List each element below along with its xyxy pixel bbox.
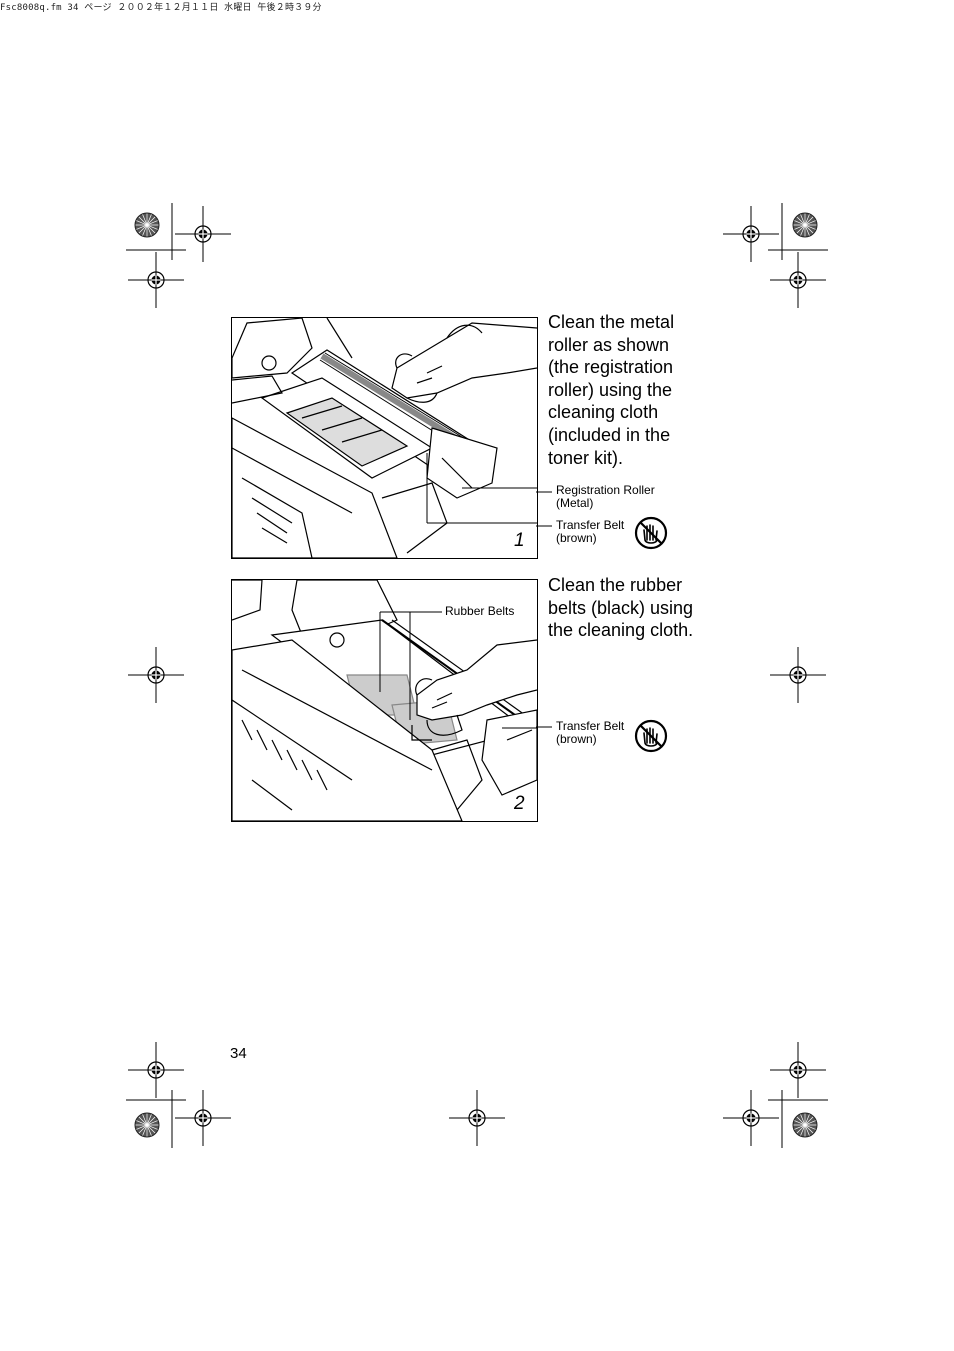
step-2-leader-extension	[536, 726, 552, 728]
registration-roller-label: Registration Roller (Metal)	[556, 483, 655, 510]
transfer-belt-label-2: Transfer Belt (brown)	[556, 719, 625, 746]
step-1-instruction: Clean the metal roller as shown (the reg…	[548, 312, 675, 468]
step-1-illustration: 1	[231, 317, 538, 559]
page-number: 34	[230, 1045, 247, 1062]
do-not-touch-icon	[634, 516, 668, 550]
step-2-illustration: 2	[231, 579, 538, 822]
rubber-belts-label: Rubber Belts	[445, 604, 515, 618]
printer-rubber-belts-drawing	[232, 580, 537, 821]
transfer-belt-label: Transfer Belt (brown)	[556, 518, 625, 545]
step-2-instruction: Clean the rubber belts (black) using the…	[548, 575, 694, 641]
step-1-number: 1	[514, 530, 525, 551]
printer-registration-roller-drawing	[232, 318, 537, 558]
step-2-number: 2	[514, 793, 525, 814]
print-header: Fsc8008q.fm 34 ページ ２００２年１２月１１日 水曜日 午後２時３…	[0, 3, 322, 13]
do-not-touch-icon-2	[634, 719, 668, 753]
step-1-leader-extensions	[536, 491, 552, 527]
